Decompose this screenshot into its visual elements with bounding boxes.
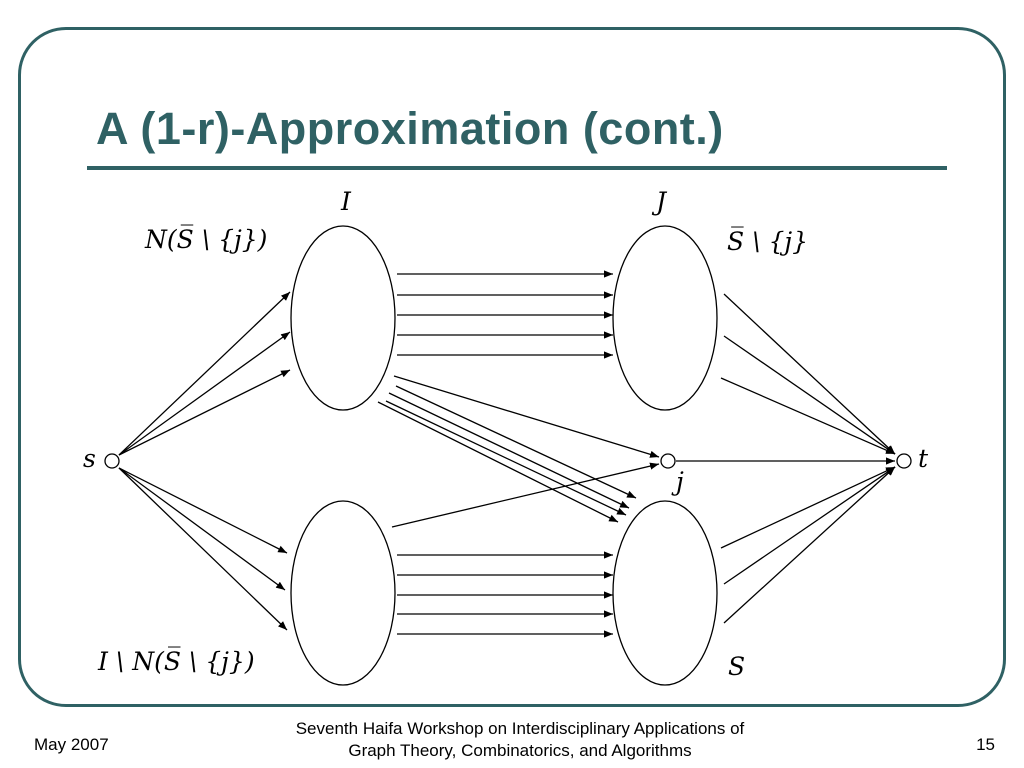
label-top-left-set: N(S̅ \ {j}) bbox=[144, 225, 267, 254]
arrow-bottom-right-to-sink bbox=[723, 466, 896, 624]
ellipse-top-right bbox=[612, 225, 718, 411]
arrow-bottom-left-to-j bbox=[391, 462, 660, 528]
footer-line-2: Graph Theory, Combinatorics, and Algorit… bbox=[348, 741, 692, 760]
footer-page-number: 15 bbox=[976, 735, 995, 754]
label-set-J: J bbox=[651, 187, 668, 216]
slide-frame bbox=[18, 27, 1006, 707]
arrow-bottom-right-to-sink bbox=[720, 466, 896, 549]
ellipse-top-left bbox=[290, 225, 396, 411]
arrow-bottom-right-to-sink bbox=[723, 466, 896, 585]
arrow-top-left-to-bottom-right bbox=[377, 401, 619, 523]
sink-node bbox=[896, 453, 912, 469]
arrows bbox=[118, 270, 896, 638]
arrow-source-to-top-left bbox=[118, 291, 291, 456]
label-source: s bbox=[83, 444, 96, 473]
label-top-right-set: S̅ \ {j} bbox=[727, 227, 808, 256]
ellipse-bottom-right bbox=[612, 500, 718, 686]
arrow-top-right-to-sink bbox=[723, 293, 896, 455]
node-j bbox=[660, 453, 676, 469]
arrow-top-right-to-sink bbox=[720, 377, 896, 455]
label-node-j: j bbox=[671, 467, 684, 496]
arrow-source-to-top-left bbox=[118, 331, 291, 456]
arrow-top-left-to-j bbox=[393, 375, 660, 458]
label-sink: t bbox=[918, 444, 929, 473]
title-underline bbox=[87, 166, 947, 170]
arrow-top-left-to-bottom-right bbox=[395, 385, 637, 499]
slide-title: A (1-r)-Approximation (cont.) bbox=[96, 103, 724, 154]
arrow-source-to-bottom-left bbox=[118, 467, 286, 591]
arrow-top-right-to-sink bbox=[723, 335, 896, 455]
ellipse-bottom-left bbox=[290, 500, 396, 686]
source-node bbox=[104, 453, 120, 469]
footer-date: May 2007 bbox=[34, 735, 109, 754]
label-bottom-right-set: S bbox=[728, 652, 745, 681]
arrow-source-to-bottom-left bbox=[118, 467, 288, 554]
label-bottom-left-set: I \ N(S̅ \ {j}) bbox=[97, 647, 255, 676]
footer-workshop: Seventh Haifa Workshop on Interdisciplin… bbox=[230, 718, 810, 762]
arrow-top-left-to-bottom-right bbox=[388, 392, 630, 509]
arrow-source-to-top-left bbox=[118, 369, 291, 456]
footer-line-1: Seventh Haifa Workshop on Interdisciplin… bbox=[295, 719, 745, 738]
label-set-I: I bbox=[340, 187, 352, 216]
arrow-top-left-to-bottom-right bbox=[385, 400, 627, 516]
arrow-source-to-bottom-left bbox=[118, 467, 288, 631]
